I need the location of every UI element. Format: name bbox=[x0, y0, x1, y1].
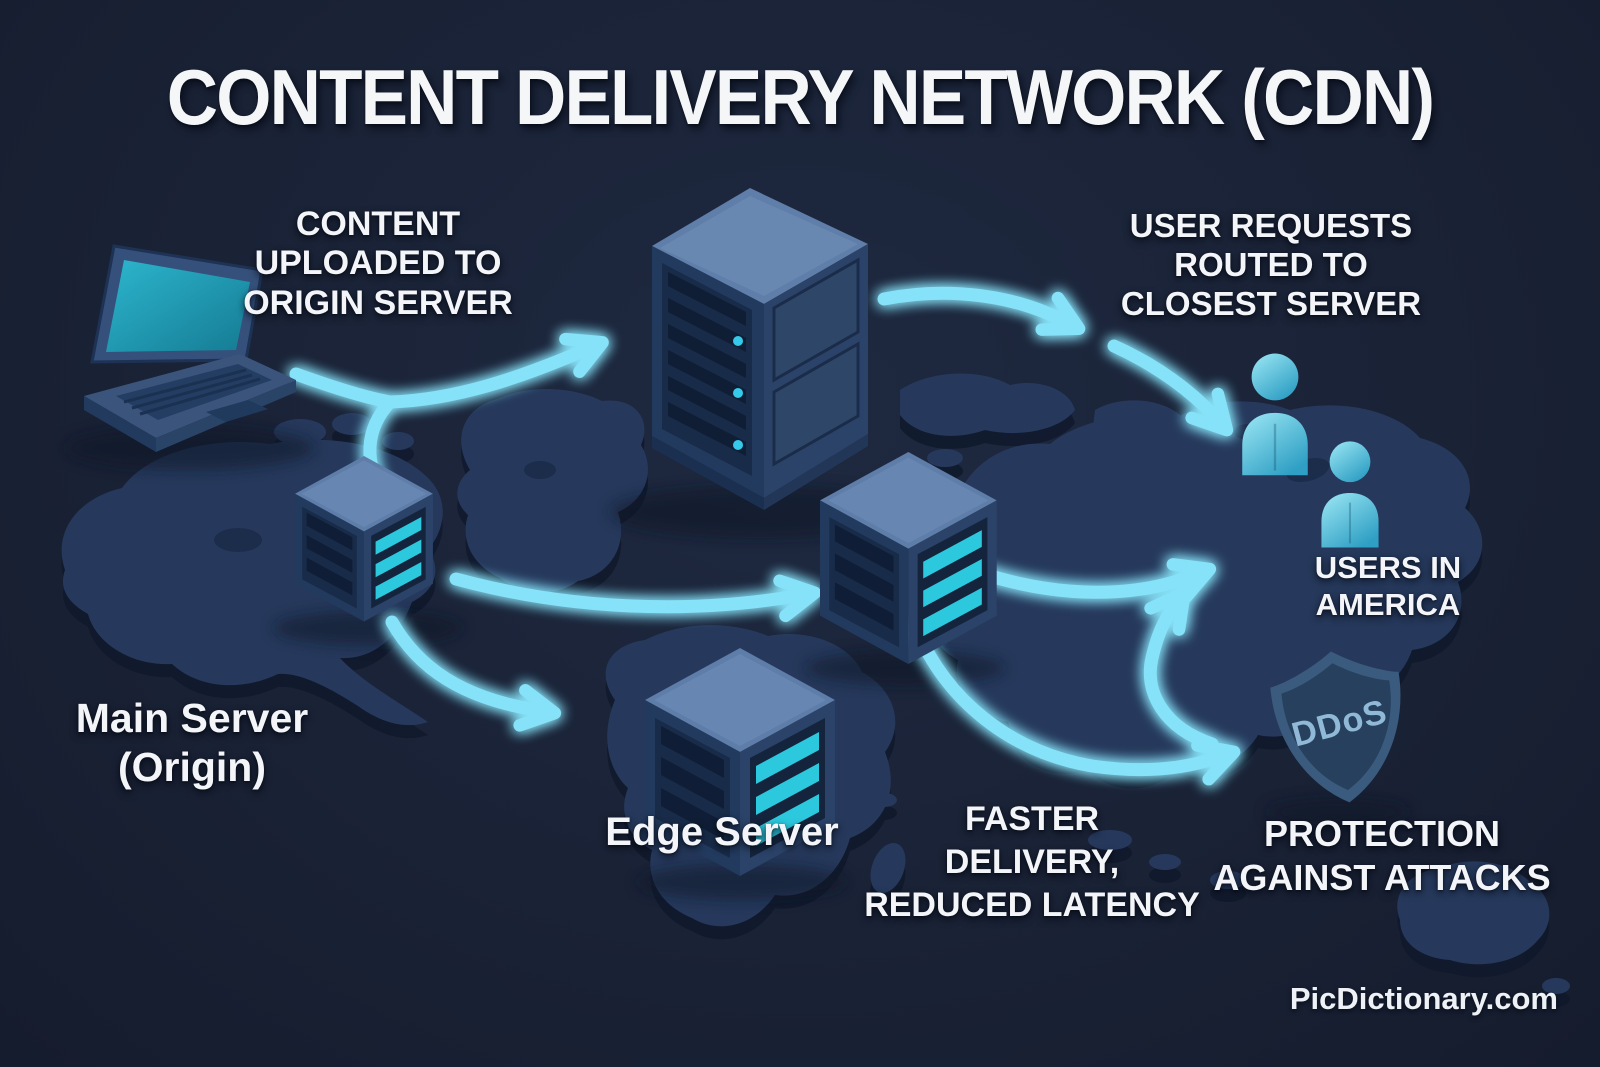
arrow-edge-to-shield bbox=[909, 621, 1241, 786]
tower-led-lights bbox=[733, 336, 743, 450]
label-protection-against-attacks: PROTECTION AGAINST ATTACKS bbox=[1213, 813, 1551, 898]
tower-rack-slots bbox=[668, 272, 746, 456]
arrow-laptop-stem bbox=[289, 367, 397, 409]
label-main-server-origin: Main Server (Origin) bbox=[75, 695, 309, 791]
origin-server-tower bbox=[652, 188, 868, 510]
label-user-requests-routed: USER REQUESTS ROUTED TO CLOSEST SERVER bbox=[1120, 207, 1422, 322]
page-title: CONTENT DELIVERY NETWORK (CDN) bbox=[166, 53, 1435, 141]
flow-arrows bbox=[289, 286, 1241, 786]
arrow-main-to-edge-server bbox=[385, 615, 562, 732]
laptop bbox=[84, 244, 296, 452]
watermark-picdictionary: PicDictionary.com bbox=[1289, 981, 1558, 1016]
label-edge-server: Edge Server bbox=[605, 810, 839, 854]
arrow-tower-to-users-1 bbox=[877, 286, 1086, 336]
ddos-shield: DDoS bbox=[1270, 651, 1401, 803]
label-faster-delivery: FASTER DELIVERY, REDUCED LATENCY bbox=[864, 800, 1200, 924]
arrow-laptop-to-origin-tower bbox=[383, 332, 609, 409]
label-users-in-america: USERS IN AMERICA bbox=[1314, 550, 1462, 623]
label-content-uploaded: CONTENT UPLOADED TO ORIGIN SERVER bbox=[243, 205, 513, 322]
laptop-screen bbox=[106, 260, 250, 352]
arrow-main-to-regional-edge bbox=[449, 572, 822, 623]
arrow-hook-to-users bbox=[1143, 586, 1219, 751]
laptop-touchpad bbox=[206, 400, 268, 422]
arrow-tower-to-users-2 bbox=[1107, 339, 1234, 437]
arrow-regional-edge-to-users bbox=[977, 558, 1217, 604]
